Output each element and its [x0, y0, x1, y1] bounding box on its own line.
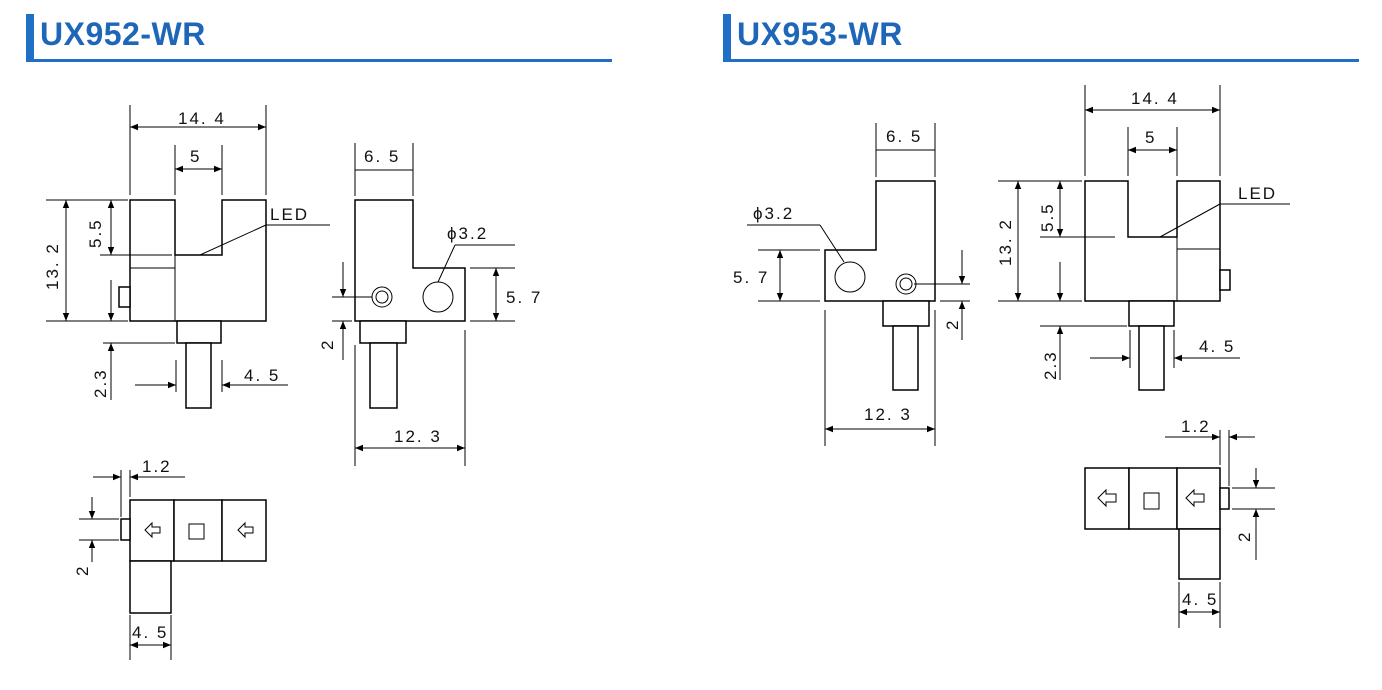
left-front-view: 14. 4 5 5.5 13. 2 LED 2.3 4. 5 — [43, 105, 330, 409]
right-dim-side-width: 6. 5 — [886, 127, 922, 146]
right-dim-slot-width: 5 — [1145, 128, 1156, 147]
right-side-collar — [882, 300, 930, 327]
left-plan-square-icon — [188, 523, 205, 540]
left-dim-side-length: 12. 3 — [394, 427, 442, 446]
right-side-shaft — [892, 325, 919, 391]
left-plan-view: 1.2 2 4. 5 — [73, 457, 267, 660]
right-plan-leg — [1178, 528, 1221, 580]
right-dim-shaft-width: 4. 5 — [1199, 337, 1235, 356]
right-side-body — [824, 180, 936, 302]
right-plan-led-nub — [1219, 487, 1230, 510]
left-dim-plan-width: 4. 5 — [132, 623, 168, 642]
left-plan-arrow-icon — [144, 521, 161, 539]
left-dim-width-total: 14. 4 — [178, 109, 226, 128]
right-dim-height: 13. 2 — [996, 218, 1015, 266]
right-header-rule — [723, 59, 1359, 62]
right-header: UX953-WR — [723, 14, 1359, 62]
left-dim-plan-offset: 1.2 — [142, 457, 172, 476]
right-side-led — [899, 277, 913, 291]
right-plan-view: 1.2 2 4. 5 — [1084, 417, 1275, 628]
right-side-view: 6. 5 ϕ3.2 5. 7 2 12. 3 — [733, 123, 970, 446]
right-front-body — [1084, 180, 1221, 302]
left-label-led: LED — [270, 205, 309, 224]
right-dim-width-total: 14. 4 — [1131, 89, 1179, 108]
right-model-title: UX953-WR — [737, 16, 903, 52]
left-side-shaft — [369, 342, 398, 409]
right-dim-lens-height: 5. 7 — [733, 268, 769, 287]
right-plan-square-icon — [1143, 492, 1160, 510]
right-front-shaft-collar — [1128, 300, 1175, 327]
left-side-view: 6. 5 ϕ3.2 5. 7 2 12. 3 — [318, 143, 542, 466]
left-front-shaft — [185, 342, 212, 409]
right-label-led: LED — [1238, 184, 1277, 203]
left-model-title: UX952-WR — [40, 16, 206, 52]
left-header-rule — [26, 59, 612, 62]
right-plan-arrow-icon-2 — [1185, 488, 1205, 508]
right-dim-lens-offset: 2 — [943, 319, 962, 330]
left-plan-leg — [129, 560, 172, 614]
left-side-collar — [359, 320, 407, 344]
left-plan-led-nub — [120, 518, 131, 541]
left-dim-plan-led: 2 — [73, 565, 92, 576]
left-header-accent-bar — [26, 14, 34, 62]
right-label-lens-dia: ϕ3.2 — [753, 204, 794, 223]
left-front-shaft-collar — [176, 320, 222, 344]
left-dim-lens-height: 5. 7 — [506, 288, 542, 307]
left-front-led-nub — [118, 286, 131, 308]
left-header: UX952-WR — [26, 14, 612, 62]
right-dim-plan-offset: 1.2 — [1181, 417, 1211, 436]
right-dim-side-length: 12. 3 — [864, 405, 912, 424]
left-dim-shaft-length: 2.3 — [91, 368, 110, 398]
left-dim-slot-depth: 5.5 — [86, 218, 105, 248]
right-dim-plan-width: 4. 5 — [1182, 590, 1218, 609]
right-side-lens — [834, 261, 866, 293]
right-front-shaft — [1138, 325, 1165, 391]
right-dim-slot-depth: 5.5 — [1038, 202, 1057, 232]
left-plan-arrow-icon-2 — [237, 521, 254, 539]
right-dim-shaft-length: 2.3 — [1041, 350, 1060, 380]
left-dim-lens-offset: 2 — [318, 339, 337, 350]
right-front-led-nub — [1219, 269, 1231, 291]
left-dim-slot-width: 5 — [190, 147, 201, 166]
left-front-body — [129, 199, 267, 322]
left-label-lens-dia: ϕ3.2 — [447, 224, 488, 243]
left-dim-height: 13. 2 — [43, 242, 62, 290]
left-side-led — [375, 290, 389, 304]
right-header-accent-bar — [723, 14, 731, 62]
left-dim-side-width: 6. 5 — [364, 147, 400, 166]
left-dim-shaft-width: 4. 5 — [244, 366, 280, 385]
right-front-view: 14. 4 5 13. 2 5.5 LED 2.3 4. 5 — [996, 85, 1290, 391]
right-plan-arrow-icon — [1097, 488, 1117, 508]
left-side-body — [354, 199, 466, 322]
right-dim-plan-led: 2 — [1235, 531, 1254, 542]
